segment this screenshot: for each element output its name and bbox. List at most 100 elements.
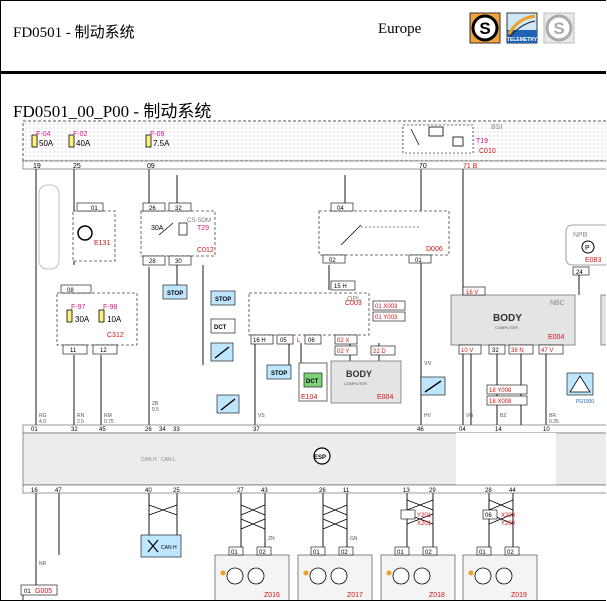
service-s-icon[interactable]: S: [469, 12, 501, 44]
e083-label: E083: [585, 257, 601, 264]
esp-pin46: 46: [417, 427, 424, 433]
opl-pin02y: 02 Y: [337, 349, 349, 355]
service-s-disabled-icon[interactable]: S: [543, 12, 575, 44]
wire-label-25: 2.5: [77, 419, 84, 425]
npb-label: NPB: [573, 232, 588, 239]
esp-module[interactable]: ESP CAN H CAN L 01 32 45 26 34 33 37 46 …: [22, 424, 606, 486]
c312-pin08: 08: [67, 288, 74, 294]
region-label[interactable]: Europe: [378, 21, 422, 37]
c312-pin12: 12: [100, 348, 107, 354]
body-pin-y003: 01 Y003: [375, 315, 398, 321]
nbc-pin10v: 10 V: [461, 348, 473, 354]
esp-pin37: 37: [253, 427, 260, 433]
nbc-pin38n: 38 N: [511, 348, 524, 354]
bsi-module[interactable]: BSI: [22, 120, 606, 162]
fuse-f98-rating: 10A: [107, 315, 122, 324]
sensor-s-icon: [77, 225, 93, 241]
esp-pin10: 10: [543, 427, 550, 433]
wheel-sensor-z018[interactable]: 01 02 Z018: [380, 546, 456, 601]
fuse-f09-rating: 7.5A: [153, 139, 170, 148]
relay-pin-28: 28: [149, 259, 156, 265]
twisted-pairs: [148, 499, 514, 530]
e131-label: E131: [94, 240, 110, 247]
wire-label-rn: RN: [77, 413, 85, 419]
esp-module-blank: [456, 433, 556, 485]
relay-pin-26: 26: [149, 206, 156, 212]
z018-label: Z018: [429, 592, 445, 599]
z017-pin02: 02: [341, 550, 348, 556]
module-c003[interactable]: OPL C003 15 H 16 H 05 L 06 02 X 02 Y 22 …: [248, 280, 396, 356]
fuse-f04-id: F-04: [36, 131, 51, 138]
wheel-sensor-z016[interactable]: 01 02 Z016: [214, 546, 290, 601]
d006-label: D006: [426, 246, 443, 253]
pin-y201: Y201: [417, 513, 432, 519]
g005-pin01: 01: [24, 589, 31, 595]
opl-pin02x: 02 X: [337, 338, 349, 344]
can-l-label: CAN L: [161, 457, 176, 463]
c010-label: C010: [479, 148, 496, 155]
e083-pin24: 24: [576, 270, 583, 276]
connector-x200: Y201 X201 06 X200 Y200: [400, 509, 516, 527]
fuse-f04[interactable]: F-04 50A: [31, 131, 54, 148]
wire-label-hv: HV: [424, 413, 432, 419]
body-right-sub: COMPUTER: [495, 325, 518, 330]
parking-p-glyph: P: [585, 245, 590, 252]
fuse-f97-id: F-97: [71, 304, 86, 311]
stop-pictogram-1: STOP: [162, 284, 188, 300]
stop-text-3: STOP: [271, 371, 287, 377]
esp-bottom-pin28: 28: [485, 488, 492, 494]
opl-pin22d: 22 D: [373, 349, 386, 355]
relay-c012[interactable]: 26 32 30A CS-SOM T29 C012 28 30: [140, 202, 216, 266]
pd1000-label: PD1000: [576, 399, 594, 405]
t29-label: T29: [197, 225, 209, 232]
wire-label-vg: VG: [466, 413, 473, 419]
esp-pin33: 33: [173, 427, 180, 433]
wire-label-group: RG 4.0 RN 2.5 RM 0.75 ZB 0.5 VS HV VG BZ…: [39, 361, 559, 567]
z018-pin02: 02: [425, 550, 432, 556]
pin-25: 25: [73, 163, 81, 170]
dct-text: DCT: [214, 325, 227, 331]
esp-bottom-pin44: 44: [509, 488, 516, 494]
wire-label-rg: RG: [39, 413, 47, 419]
pin-19: 19: [33, 163, 41, 170]
z018-pin01: 01: [397, 550, 404, 556]
esp-pin32: 32: [71, 427, 78, 433]
fuse-f09-id: F-09: [150, 131, 165, 138]
doc-code: FD0501 - 制动系统: [13, 25, 135, 41]
wire-label-gn: GN: [350, 536, 358, 542]
module-e083[interactable]: NPB P E083 24: [565, 224, 606, 276]
body-pin-x003: 01 X003: [375, 304, 398, 310]
service-s-glyph: S: [479, 19, 490, 38]
fusebox-c312[interactable]: 08 F-97 30A F-98 10A C312 11 12: [56, 284, 138, 355]
wire-label-nr: NR: [39, 561, 47, 567]
esp-label: ESP: [314, 455, 326, 461]
body-left-title: BODY: [346, 369, 372, 379]
ground-g005[interactable]: 01 G005: [17, 584, 58, 601]
t19-label: T19: [476, 138, 488, 145]
module-e104[interactable]: DCT E104: [298, 362, 328, 402]
esp-pin14: 14: [495, 427, 502, 433]
opl-pin05: 05: [280, 338, 287, 344]
wheel-sensor-z017[interactable]: 01 02 Z017: [297, 546, 373, 601]
relay-c010[interactable]: T19 C010: [402, 124, 496, 155]
body-computer-right[interactable]: NBC BODY COMPUTER E004 16 V 10 V 32 38 N…: [450, 286, 576, 406]
wheel-sensor-z019[interactable]: 01 02 Z019: [462, 546, 538, 601]
c312-pin11: 11: [70, 348, 77, 354]
fuse-f02[interactable]: F-02 40A: [68, 131, 91, 148]
body-computer-left[interactable]: BODY COMPUTER E004 01 X003 01 Y003: [330, 300, 406, 404]
cs-som-label: CS-SOM: [187, 218, 211, 224]
module-e131[interactable]: E131 01: [72, 202, 116, 262]
telemetry-icon[interactable]: TELEMETRY: [506, 12, 538, 44]
z019-pin02: 02: [507, 550, 514, 556]
c003-label: C003: [345, 300, 362, 307]
nbc-pin16v: 16 V: [466, 290, 478, 296]
module-d006[interactable]: 04 D006 02 01: [318, 202, 450, 264]
wire-label-bz: BZ: [500, 413, 506, 419]
header-bar: FD0501 - 制动系统 Europe S TELEMETRY S: [1, 1, 606, 74]
esp-bottom-pin25: 25: [173, 488, 180, 494]
wire-label-rm: RM: [104, 413, 112, 419]
harness-outline: [38, 184, 60, 270]
fuse-f09[interactable]: F-09 7.5A: [145, 131, 170, 148]
can-h-label: CAN H: [141, 457, 157, 463]
